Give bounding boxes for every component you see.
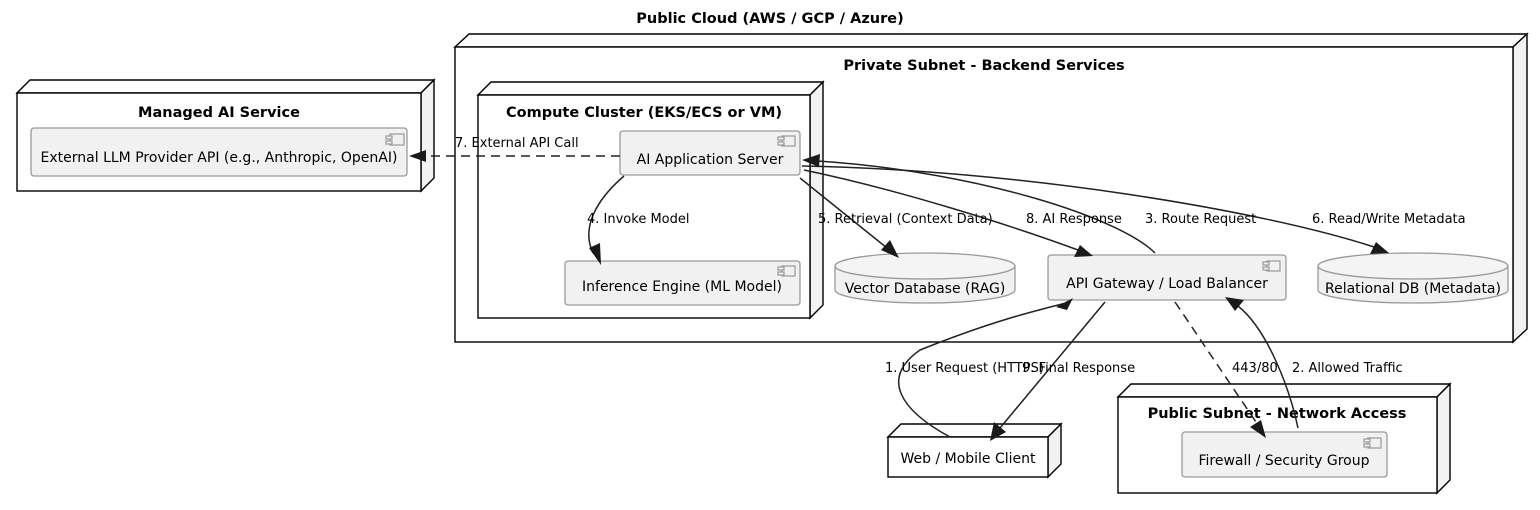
component-icon [1262,260,1281,272]
edge-4-invoke-model: 4. Invoke Model [587,175,689,265]
component-inference-engine[interactable]: Inference Engine (ML Model) [564,260,801,306]
component-icon [1363,437,1382,449]
edge-6-read-write-metadata: 6. Read/Write Metadata [801,165,1466,254]
edge-5-retrieval-context-data: 5. Retrieval (Context Data) [799,177,993,258]
node-managed-ai-service[interactable]: Managed AI Service External LLM Provider… [15,78,436,193]
component-icon [777,135,796,147]
component-label: API Gateway / Load Balancer [1066,276,1268,292]
database-label: Vector Database (RAG) [845,281,1006,297]
node-public-subnet-title: Public Subnet - Network Access [1148,406,1407,422]
edge-label: 7. External API Call [455,136,579,151]
edge-label: 3. Route Request [1145,212,1256,227]
diagram-title: Public Cloud (AWS / GCP / Azure) [636,11,903,27]
node-private-subnet-title: Private Subnet - Backend Services [843,58,1124,74]
edge-label: 8. AI Response [1026,212,1122,227]
edge-443-80: 443/80 [1174,301,1278,438]
edge-8-ai-response: 8. AI Response [803,169,1122,257]
edge-7-external-api-call: 7. External API Call [409,136,620,162]
node-compute-cluster-title: Compute Cluster (EKS/ECS or VM) [506,105,782,121]
component-external-llm-provider-api[interactable]: External LLM Provider API (e.g., Anthrop… [30,127,408,177]
component-icon [385,133,405,146]
edge-label: 9. Final Response [1022,361,1135,376]
edge-label: 6. Read/Write Metadata [1312,212,1466,227]
edge-label: 1. User Request (HTTPS) [885,361,1044,376]
edge-label: 443/80 [1232,361,1278,376]
edge-label: 4. Invoke Model [587,212,689,227]
node-managed-ai-service-title: Managed AI Service [138,105,300,121]
component-api-gateway[interactable]: API Gateway / Load Balancer [1047,254,1287,301]
edge-1-user-request: 1. User Request (HTTPS) [885,298,1073,438]
node-web-mobile-client[interactable]: Web / Mobile Client [886,422,1063,479]
component-firewall-security-group[interactable]: Firewall / Security Group [1181,431,1388,478]
edge-label: 2. Allowed Traffic [1292,361,1403,376]
edge-9-final-response: 9. Final Response [990,301,1135,441]
node-public-subnet[interactable]: Public Subnet - Network Access Firewall … [1116,382,1452,495]
component-icon [777,265,796,277]
database-relational-db[interactable]: Relational DB (Metadata) [1317,252,1509,304]
component-label: External LLM Provider API (e.g., Anthrop… [41,150,398,166]
node-web-mobile-client-title: Web / Mobile Client [900,451,1036,467]
component-label: Inference Engine (ML Model) [582,279,782,295]
edge-label: 5. Retrieval (Context Data) [818,212,993,227]
component-label: AI Application Server [637,152,784,168]
database-label: Relational DB (Metadata) [1325,281,1501,297]
database-vector-database[interactable]: Vector Database (RAG) [834,252,1016,304]
component-ai-application-server[interactable]: AI Application Server [619,130,801,176]
component-label: Firewall / Security Group [1199,453,1370,469]
edge-3-route-request: 3. Route Request [802,154,1256,254]
edge-2-allowed-traffic: 2. Allowed Traffic [1225,297,1403,429]
